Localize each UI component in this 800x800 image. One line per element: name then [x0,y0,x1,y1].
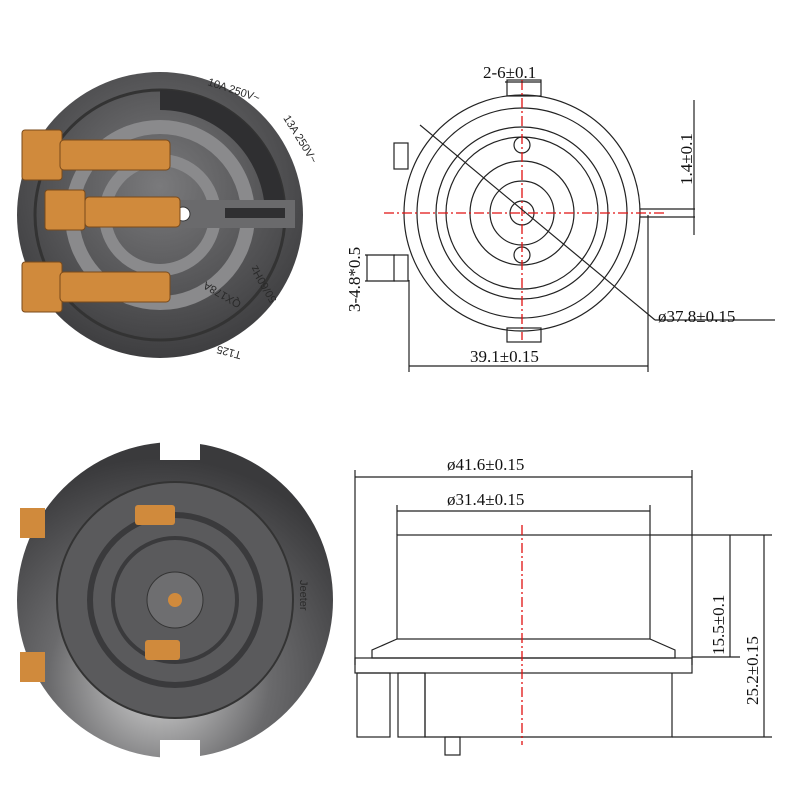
dim-outer-diameter: ø41.6±0.15 [447,455,524,474]
dim-total-height: 25.2±0.15 [743,636,762,705]
terminals [21,129,181,313]
rear-view-photo: 10A 250V~ 13A 250V~ 50/60Hz QX178A T125 [17,72,319,361]
logo: Jeeter [297,580,309,611]
dim-tab-width: 2-6±0.1 [483,63,536,82]
dim-inner-diameter: ø37.8±0.15 [658,307,735,326]
side-view-drawing: ø41.6±0.15 ø31.4±0.15 15.5±0.1 25.2±0.15 [354,455,772,756]
dim-tab-thickness: 1.4±0.1 [677,133,696,185]
dim-top-diameter: ø31.4±0.15 [447,490,524,509]
dim-cylinder-height: 15.5±0.1 [709,595,728,655]
top-view-drawing: 2-6±0.1 1.4±0.1 3-4.8*0.5 ø37.8±0.15 39.… [345,63,775,372]
dim-overall-width: 39.1±0.15 [470,347,539,366]
marking-temp: T125 [215,343,242,361]
dim-terminal-height: 3-4.8*0.5 [345,247,364,312]
front-view-photo: Jeeter [17,440,333,760]
terminals [20,505,180,682]
